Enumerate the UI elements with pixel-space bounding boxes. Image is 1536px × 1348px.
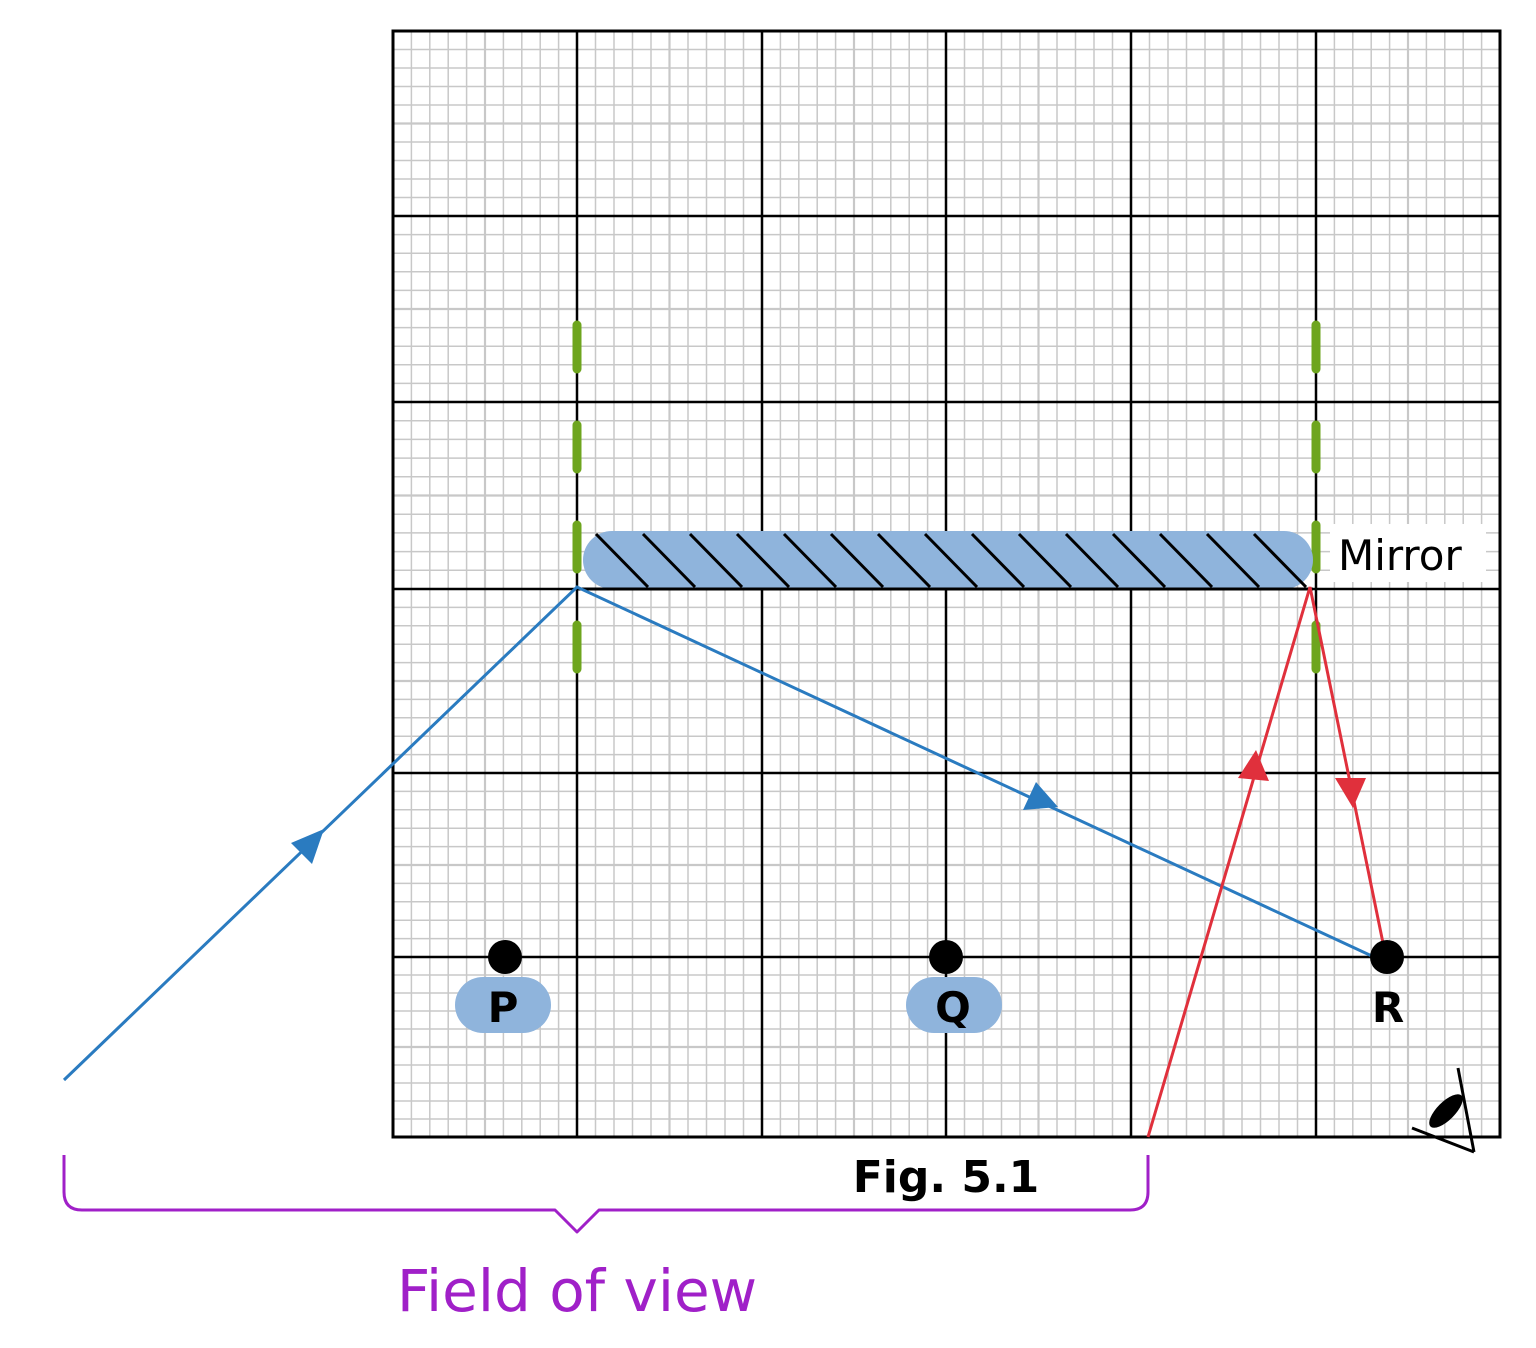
red-ray-arrow-reflected <box>1335 778 1366 808</box>
red-ray-path <box>1146 586 1385 1138</box>
mirror-hatch-line <box>1017 532 1073 589</box>
point-r-dot <box>1370 940 1404 974</box>
point-q-label-pill <box>906 977 1002 1033</box>
blue-ray-path <box>62 585 1375 1082</box>
mirror-label-background <box>1330 524 1486 582</box>
mirror-hatch-line <box>1158 532 1214 589</box>
mirror-hatch-line <box>688 532 744 589</box>
mirror-hatch-line <box>1252 532 1308 589</box>
red-ray <box>1146 586 1385 1138</box>
blue-ray-arrow-incident <box>291 829 324 864</box>
figure-caption: Fig. 5.1 <box>853 1152 1040 1203</box>
point-r: R <box>1370 940 1404 1032</box>
point-q: Q <box>906 940 1002 1033</box>
normal-lines <box>572 320 1321 730</box>
mirror <box>577 531 1313 591</box>
blue-ray <box>62 585 1375 1082</box>
mirror-hatch-line <box>876 532 932 589</box>
mirror-hatch-line <box>829 532 885 589</box>
eye-icon <box>1411 1067 1476 1154</box>
mirror-hatch-line <box>1205 532 1261 589</box>
mirror-hatch-line <box>594 532 650 589</box>
mirror-hatch-line <box>735 532 791 589</box>
point-p-dot <box>488 940 522 974</box>
point-q-label: Q <box>935 983 971 1032</box>
mirror-hatch-line <box>782 532 838 589</box>
blue-ray-arrow-reflected <box>1023 782 1058 810</box>
mirror-body <box>583 531 1313 589</box>
red-ray-arrow-incident <box>1238 750 1269 781</box>
field-of-view-label: Field of view <box>397 1257 757 1325</box>
point-r-label: R <box>1372 983 1404 1032</box>
mirror-hatch-line <box>1111 532 1167 589</box>
point-p-label: P <box>488 983 519 1032</box>
point-q-dot <box>929 940 963 974</box>
graph-paper-border <box>391 29 1502 1139</box>
point-p: P <box>455 940 551 1033</box>
point-p-label-pill <box>455 977 551 1033</box>
mirror-hatch-line <box>970 532 1026 589</box>
mirror-hatch-line <box>923 532 979 589</box>
mirror-hatching <box>594 532 1308 589</box>
field-of-view-brace <box>62 1155 1150 1234</box>
mirror-hatch-line <box>641 532 697 589</box>
mirror-hatch-line <box>1064 532 1120 589</box>
mirror-label: Mirror <box>1338 531 1462 580</box>
